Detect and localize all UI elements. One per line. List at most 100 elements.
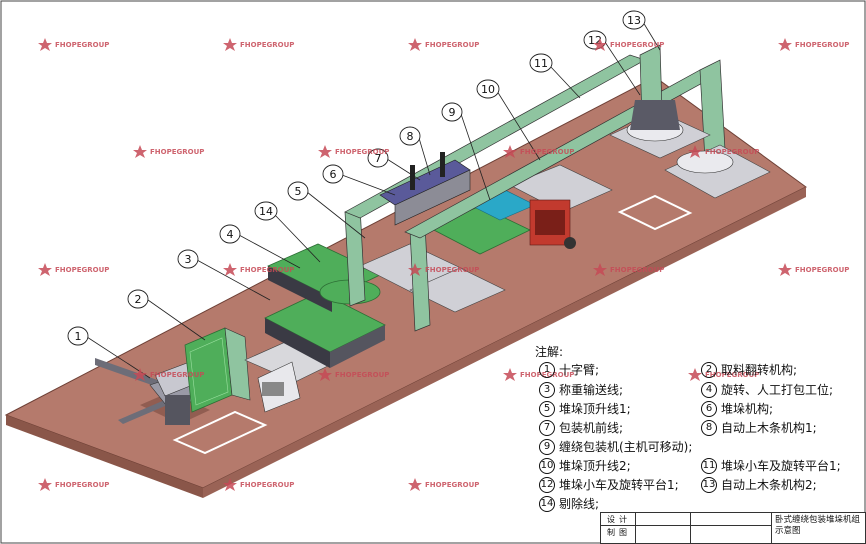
watermark-logo: FHOPEGROUP	[688, 368, 759, 381]
watermark-logo: FHOPEGROUP	[778, 263, 849, 276]
watermark-logo: FHOPEGROUP	[593, 263, 664, 276]
callout-leaders	[86, 21, 661, 379]
svg-text:FHOPEGROUP: FHOPEGROUP	[425, 481, 479, 489]
callout-13: 13	[622, 10, 646, 30]
watermark-logo: FHOPEGROUP	[408, 38, 479, 51]
drafter-value	[635, 525, 691, 544]
svg-text:10: 10	[481, 83, 495, 96]
watermark-logo: FHOPEGROUP	[133, 145, 204, 158]
svg-text:FHOPEGROUP: FHOPEGROUP	[795, 41, 849, 49]
drawing-title: 卧式缠绕包装堆垛机组示意图	[771, 512, 866, 544]
designer-value	[635, 512, 691, 526]
watermark-logo: FHOPEGROUP	[38, 478, 109, 491]
designer-label: 设计	[600, 512, 636, 526]
watermark-layer: FHOPEGROUP FHOPEGROUP FHOPEGROUP FHOPEGROUP…	[38, 38, 849, 491]
svg-text:FHOPEGROUP: FHOPEGROUP	[55, 266, 109, 274]
svg-text:FHOPEGROUP: FHOPEGROUP	[240, 41, 294, 49]
svg-text:FHOPEGROUP: FHOPEGROUP	[55, 41, 109, 49]
title-block-cell	[690, 512, 772, 526]
callout-1: 1	[67, 326, 89, 346]
svg-text:8: 8	[407, 130, 414, 143]
svg-text:FHOPEGROUP: FHOPEGROUP	[425, 41, 479, 49]
svg-text:FHOPEGROUP: FHOPEGROUP	[795, 266, 849, 274]
callout-2: 2	[127, 289, 149, 309]
callout-11: 11	[529, 53, 553, 73]
callout-5: 5	[287, 181, 309, 201]
watermark-logo: FHOPEGROUP	[593, 38, 664, 51]
watermark-logo: FHOPEGROUP	[503, 145, 574, 158]
callout-bubbles: 1 2 3 4 5 6 7 8 9 10 11 12 13 14	[67, 10, 646, 346]
callout-9: 9	[441, 102, 463, 122]
title-block: 设计 制图 卧式缠绕包装堆垛机组示意图	[600, 512, 866, 544]
svg-text:1: 1	[75, 330, 82, 343]
callout-10: 10	[476, 79, 500, 99]
stacker-head	[379, 152, 471, 226]
legend-title: 注解:	[535, 345, 564, 359]
turntables	[609, 100, 771, 199]
svg-text:FHOPEGROUP: FHOPEGROUP	[55, 481, 109, 489]
svg-text:FHOPEGROUP: FHOPEGROUP	[425, 266, 479, 274]
svg-text:FHOPEGROUP: FHOPEGROUP	[240, 481, 294, 489]
callout-3: 3	[177, 249, 199, 269]
svg-text:14: 14	[259, 205, 273, 218]
svg-text:FHOPEGROUP: FHOPEGROUP	[610, 41, 664, 49]
title-block-cell	[690, 525, 772, 544]
callout-14: 14	[254, 201, 278, 221]
watermark-logo: FHOPEGROUP	[223, 263, 294, 276]
svg-text:FHOPEGROUP: FHOPEGROUP	[335, 371, 389, 379]
svg-text:FHOPEGROUP: FHOPEGROUP	[150, 148, 204, 156]
svg-text:9: 9	[449, 106, 456, 119]
callout-4: 4	[219, 224, 241, 244]
watermark-logo: FHOPEGROUP	[778, 38, 849, 51]
svg-text:5: 5	[295, 185, 302, 198]
callout-7: 7	[367, 148, 389, 168]
watermark-logo: FHOPEGROUP	[223, 38, 294, 51]
svg-text:11: 11	[534, 57, 548, 70]
svg-text:FHOPEGROUP: FHOPEGROUP	[520, 148, 574, 156]
svg-text:FHOPEGROUP: FHOPEGROUP	[705, 371, 759, 379]
callout-6: 6	[322, 164, 344, 184]
svg-text:FHOPEGROUP: FHOPEGROUP	[705, 148, 759, 156]
watermark-logo: FHOPEGROUP	[318, 368, 389, 381]
watermark-logo: FHOPEGROUP	[38, 38, 109, 51]
rotary-pack-station	[264, 291, 386, 368]
callout-8: 8	[399, 126, 421, 146]
svg-text:FHOPEGROUP: FHOPEGROUP	[240, 266, 294, 274]
watermark-logo: FHOPEGROUP	[408, 478, 479, 491]
svg-text:3: 3	[185, 253, 192, 266]
svg-text:4: 4	[227, 228, 234, 241]
svg-text:FHOPEGROUP: FHOPEGROUP	[150, 371, 204, 379]
watermark-logo: FHOPEGROUP	[408, 263, 479, 276]
watermark-logo: FHOPEGROUP	[223, 478, 294, 491]
watermark-logo: FHOPEGROUP	[688, 145, 759, 158]
svg-text:2: 2	[135, 293, 142, 306]
stretch-wrapper	[529, 199, 576, 249]
svg-text:6: 6	[330, 168, 337, 181]
svg-text:13: 13	[627, 14, 641, 27]
svg-text:FHOPEGROUP: FHOPEGROUP	[335, 148, 389, 156]
watermark-logo: FHOPEGROUP	[38, 263, 109, 276]
watermark-logo: FHOPEGROUP	[318, 145, 389, 158]
svg-text:FHOPEGROUP: FHOPEGROUP	[610, 266, 664, 274]
watermark-logo: FHOPEGROUP	[133, 368, 204, 381]
drafter-label: 制图	[600, 525, 636, 544]
svg-text:7: 7	[375, 152, 382, 165]
flip-mechanism	[184, 327, 251, 413]
